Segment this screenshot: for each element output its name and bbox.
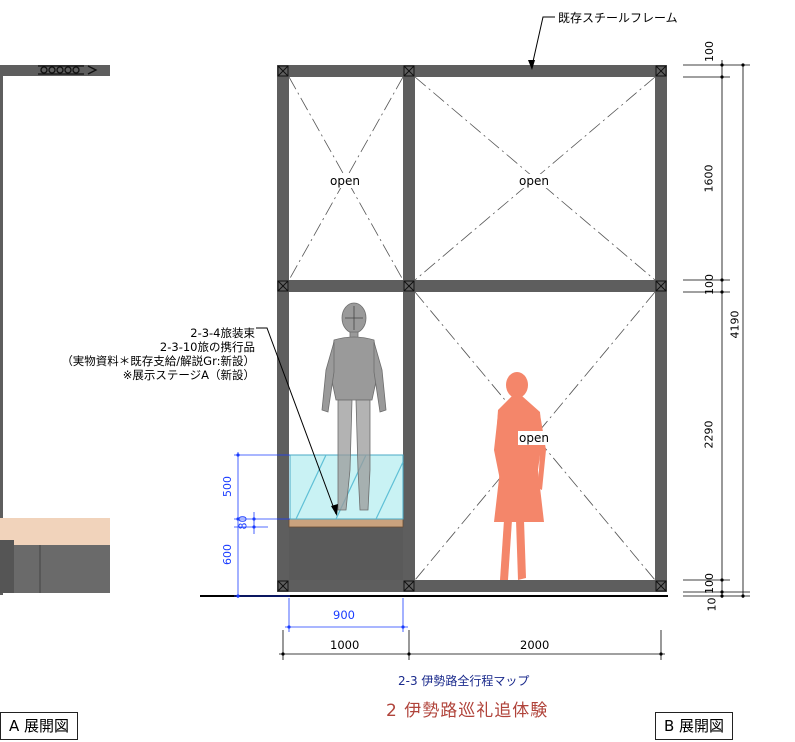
frame-leader-line: [531, 16, 555, 67]
note-leader-line: [256, 327, 337, 515]
note-line-4: ※展示ステージA（新設）: [122, 368, 255, 382]
open-label-upper-left: open: [329, 174, 361, 188]
exhibit-note: 2-3-4旅装束 2-3-10旅の携行品 （実物資料＊既存支給/解説Gr:新設）…: [61, 326, 255, 382]
subtitle: 2-3 伊勢路全行程マップ: [398, 674, 530, 688]
open-label-upper-right: open: [518, 174, 550, 188]
dim-10: 10: [705, 597, 719, 612]
left-counter-top: [0, 518, 110, 545]
note-line-2: 2-3-10旅の携行品: [159, 340, 255, 354]
dim-blue-900: 900: [333, 608, 355, 622]
left-counter-base: [0, 545, 110, 593]
note-line-1: 2-3-4旅装束: [190, 326, 255, 340]
dim-2000: 2000: [520, 638, 550, 652]
tag-a-elevation: A 展開図: [0, 712, 79, 740]
dim-blue-80: 80: [236, 515, 250, 530]
open-label-lower-right: open: [518, 431, 550, 445]
dim-blue-600: 600: [221, 544, 234, 565]
dim-top-100: 100: [703, 41, 716, 62]
dim-blue-500: 500: [221, 476, 234, 497]
blue-dimension-ticks: [236, 453, 256, 598]
dim-1600: 1600: [702, 164, 716, 193]
dim-total-4190: 4190: [728, 310, 742, 339]
left-partial-elevation: [0, 65, 110, 595]
right-dimension-ticks: [720, 63, 745, 598]
display-stage-a: [288, 454, 404, 580]
dim-mid-100: 100: [703, 274, 716, 295]
rail-fixture-icon: [38, 65, 98, 75]
mannequin-figure: [321, 302, 387, 511]
dim-2290: 2290: [702, 420, 716, 449]
existing-frame-label: 既存スチールフレーム: [558, 11, 678, 25]
visitor-figure: [494, 372, 546, 580]
main-title: 2 伊勢路巡礼追体験: [386, 701, 549, 721]
tag-b-elevation: B 展開図: [655, 712, 734, 740]
blue-vertical-dimensions: [234, 452, 290, 598]
dim-bottom-100: 100: [703, 573, 716, 594]
frame-nodes: [277, 65, 667, 592]
steel-frame: [277, 65, 667, 592]
note-line-3: （実物資料＊既存支給/解説Gr:新設）: [61, 354, 255, 368]
dim-1000: 1000: [330, 638, 360, 652]
